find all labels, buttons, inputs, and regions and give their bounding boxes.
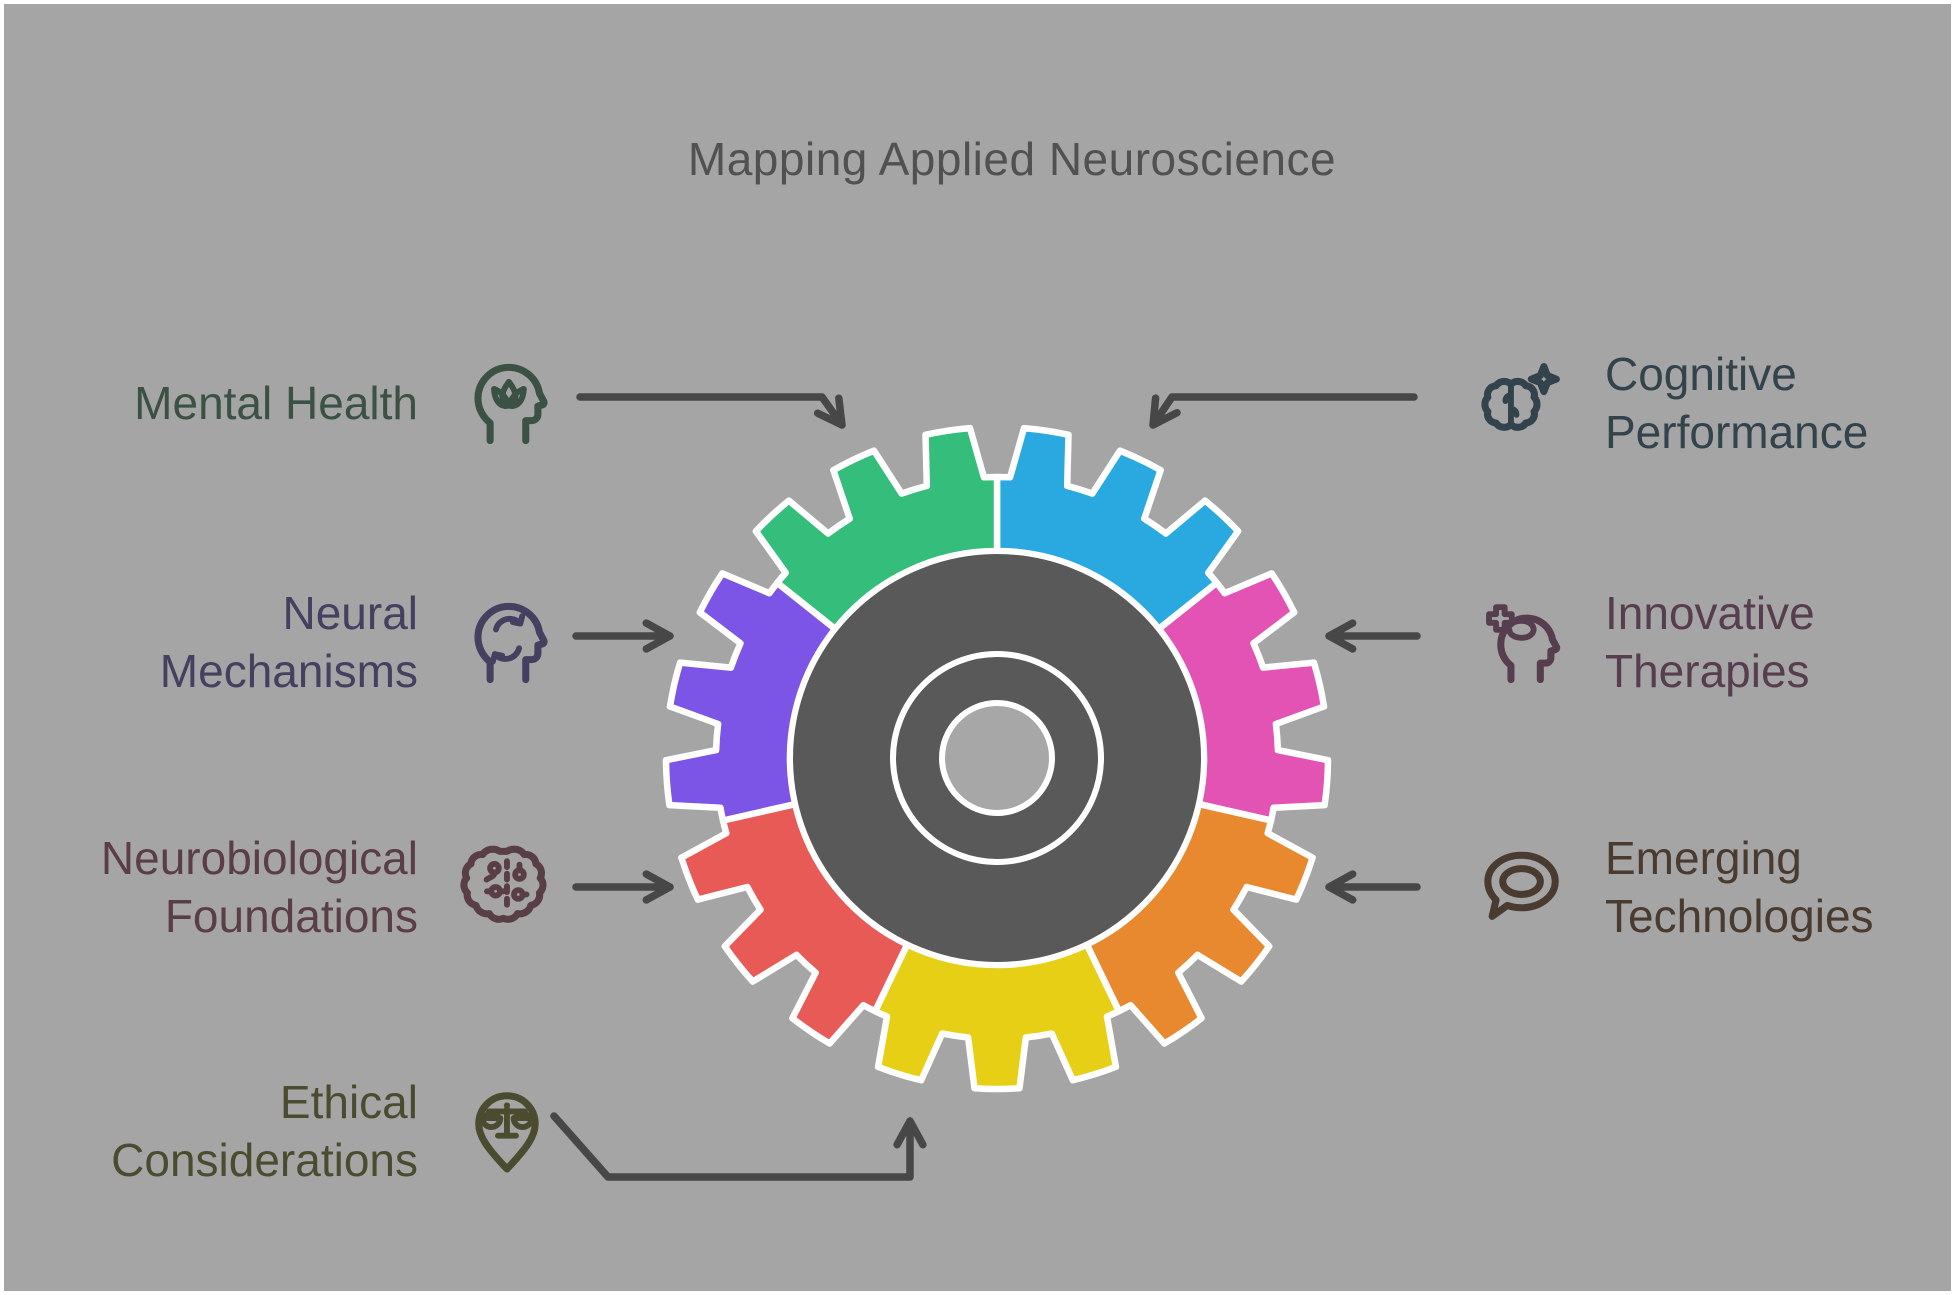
head-medical-cross-icon <box>1471 595 1565 689</box>
topic-label: Mental Health <box>134 377 418 429</box>
arrow-neurobiological-foundations <box>572 870 674 904</box>
scales-pin-icon <box>458 1084 552 1178</box>
gear-diagram <box>550 393 1421 1181</box>
arrow-neural-mechanisms <box>572 619 674 653</box>
arrow-innovative-therapies <box>1325 619 1421 653</box>
arrow-cognitive-performance <box>1149 393 1418 429</box>
arrow-emerging-technologies <box>1325 870 1421 904</box>
brain-circuit-icon <box>458 840 552 934</box>
topic-mental-health: Mental Health <box>134 351 552 455</box>
page-title: Mapping Applied Neuroscience <box>687 133 1337 185</box>
arrow-ethical-considerations <box>550 1112 927 1181</box>
arrow-mental-health <box>576 393 846 429</box>
head-lotus-icon <box>458 356 552 450</box>
head-cycle-arrows-icon <box>458 595 552 689</box>
gear-hub-ring <box>890 651 1104 865</box>
brain-sparkle-icon <box>1471 356 1565 450</box>
speech-bubble-icon <box>1471 840 1565 934</box>
gear-hub-hole <box>939 700 1055 816</box>
